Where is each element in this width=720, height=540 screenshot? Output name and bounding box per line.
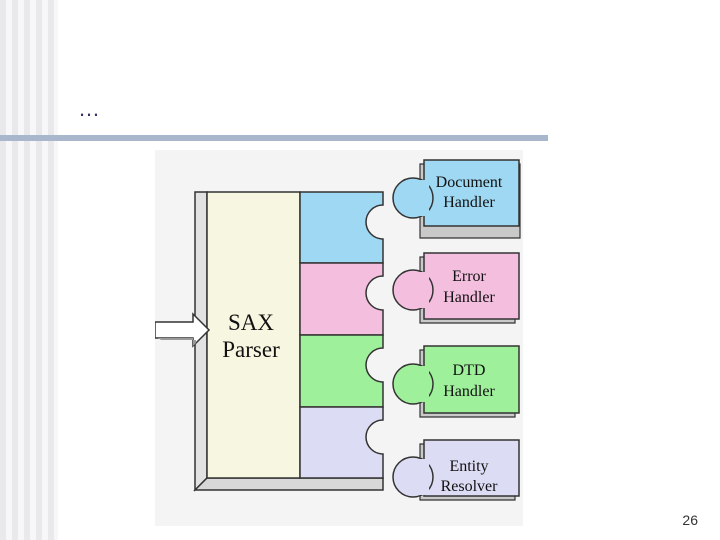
slide-title: … bbox=[78, 96, 101, 121]
input-arrow-shadow bbox=[158, 338, 196, 346]
parser-bottom-face bbox=[193, 477, 384, 491]
slot-document-handler bbox=[299, 191, 384, 264]
page-number: 26 bbox=[682, 512, 698, 528]
parser-body bbox=[206, 191, 301, 479]
dtd-handler-piece bbox=[419, 345, 520, 414]
document-handler-label-line1: Document bbox=[436, 174, 503, 191]
error-handler-piece bbox=[419, 252, 520, 320]
slot-error-handler bbox=[299, 262, 384, 336]
title-underline bbox=[0, 135, 548, 141]
error-handler-label-line2: Handler bbox=[443, 289, 495, 306]
entity-resolver-label-line2: Resolver bbox=[441, 478, 499, 495]
document-handler-label-line2: Handler bbox=[443, 194, 495, 211]
dtd-handler-label-line2: Handler bbox=[443, 383, 495, 400]
sax-parser-diagram: SAX Parser Document Handler Error Handle… bbox=[155, 150, 523, 526]
dtd-handler-label-line1: DTD bbox=[453, 362, 486, 379]
document-handler-piece bbox=[419, 159, 520, 227]
parser-label-line2: Parser bbox=[222, 337, 280, 362]
error-handler-label-line1: Error bbox=[452, 268, 486, 285]
parser-label-line1: SAX bbox=[228, 310, 274, 335]
slot-dtd-handler bbox=[299, 334, 384, 408]
slot-entity-resolver bbox=[299, 406, 384, 479]
decorative-side-stripes bbox=[0, 0, 58, 540]
entity-resolver-label-line1: Entity bbox=[449, 458, 488, 475]
